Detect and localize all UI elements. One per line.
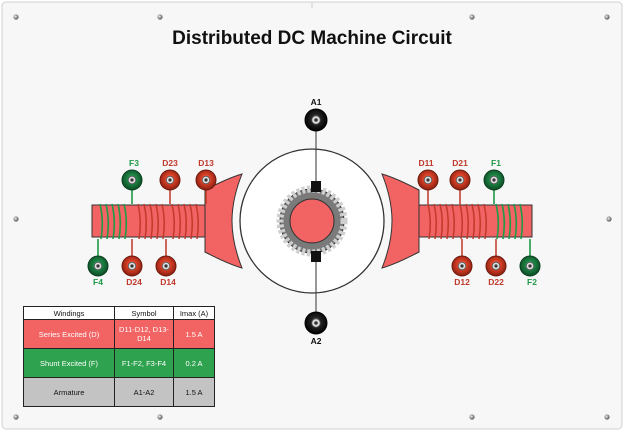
terminal-d22[interactable]	[485, 255, 507, 277]
brush-bottom	[311, 251, 321, 262]
label-a1: A1	[311, 97, 322, 107]
legend-imax-cell: 0.2 A	[173, 348, 215, 378]
screw-icon	[469, 414, 475, 420]
screw-icon	[606, 216, 612, 222]
legend-imax-cell: 1.5 A	[173, 377, 215, 407]
screw-icon	[13, 216, 19, 222]
page-title: Distributed DC Machine Circuit	[172, 28, 452, 49]
terminal-d12[interactable]	[451, 255, 473, 277]
rotor-core	[289, 198, 335, 244]
screw-icon	[604, 414, 610, 420]
terminal-d11[interactable]	[417, 169, 439, 191]
armature-assembly	[239, 130, 385, 312]
label-d24: D24	[126, 277, 142, 287]
legend-winding-cell: Series Excited (D)	[23, 319, 115, 349]
legend-header-symbol: Symbol	[114, 306, 174, 320]
panel-screws	[13, 14, 612, 420]
legend-row-armature: Armature A1-A2 1.5 A	[23, 377, 215, 407]
label-d12: D12	[454, 277, 470, 287]
screw-icon	[469, 14, 475, 20]
legend-winding-cell: Shunt Excited (F)	[23, 348, 115, 378]
terminal-f3[interactable]	[121, 169, 143, 191]
legend-header-row: Windings Symbol Imax (A)	[23, 306, 215, 320]
left-pole-shoe	[204, 173, 243, 269]
legend-row-series: Series Excited (D) D11-D12, D13-D14 1.5 …	[23, 319, 215, 349]
right-pole-shoe	[381, 173, 420, 269]
left-pole-core	[91, 204, 215, 238]
label-d14: D14	[160, 277, 176, 287]
label-d23: D23	[162, 158, 178, 168]
legend-header-imax: Imax (A)	[173, 306, 215, 320]
legend-row-shunt: Shunt Excited (F) F1-F2, F3-F4 0.2 A	[23, 348, 215, 378]
right-pole-core	[409, 204, 533, 238]
screw-icon	[157, 414, 163, 420]
terminal-d23[interactable]	[159, 169, 181, 191]
label-d21: D21	[452, 158, 468, 168]
terminal-d13[interactable]	[195, 169, 217, 191]
label-f3: F3	[129, 158, 139, 168]
screw-icon	[13, 414, 19, 420]
legend-symbol-cell: F1-F2, F3-F4	[114, 348, 174, 378]
label-d22: D22	[488, 277, 504, 287]
terminal-d24[interactable]	[121, 255, 143, 277]
label-f4: F4	[93, 277, 103, 287]
legend-header-windings: Windings	[23, 306, 115, 320]
brush-top	[311, 181, 321, 192]
label-d13: D13	[198, 158, 214, 168]
terminal-f2[interactable]	[519, 255, 541, 277]
legend-symbol-cell: D11-D12, D13-D14	[114, 319, 174, 349]
left-field-pole	[91, 173, 243, 269]
label-f2: F2	[527, 277, 537, 287]
right-field-pole	[381, 173, 533, 269]
screw-icon	[13, 14, 19, 20]
windings-legend-table: Windings Symbol Imax (A) Series Excited …	[23, 306, 215, 407]
terminal-f4[interactable]	[87, 255, 109, 277]
screw-icon	[604, 14, 610, 20]
terminal-a1[interactable]	[304, 108, 328, 132]
screw-icon	[157, 14, 163, 20]
legend-imax-cell: 1.5 A	[173, 319, 215, 349]
terminal-a2[interactable]	[304, 311, 328, 335]
label-d11: D11	[418, 158, 433, 168]
terminal-d21[interactable]	[449, 169, 471, 191]
terminal-f1[interactable]	[483, 169, 505, 191]
legend-symbol-cell: A1-A2	[114, 377, 174, 407]
label-f1: F1	[491, 158, 501, 168]
commutator-segments	[276, 185, 348, 257]
terminal-d14[interactable]	[155, 255, 177, 277]
label-a2: A2	[311, 336, 322, 346]
legend-winding-cell: Armature	[23, 377, 115, 407]
